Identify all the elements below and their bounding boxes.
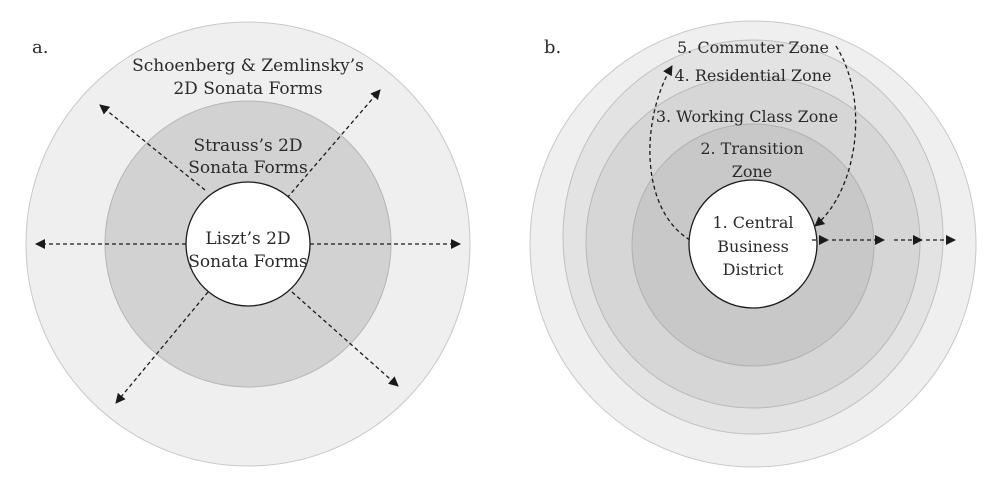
arrow-commuter-to-cbd — [814, 45, 857, 227]
zone3-label: 3. Working Class Zone — [656, 107, 838, 126]
arrow-up-right — [286, 89, 381, 199]
zone2-label-line1: 2. Transition — [700, 139, 803, 158]
commuter-arrows — [649, 45, 857, 241]
arrow-down-left — [115, 291, 209, 404]
zone2-label-line2: Zone — [732, 162, 773, 181]
zone1-label-line1: 1. Central — [712, 213, 793, 232]
panel-a-label: a. — [32, 37, 48, 58]
zone1-label-line2: Business — [717, 237, 789, 256]
zone5-label: 5. Commuter Zone — [677, 38, 829, 57]
zone4-label: 4. Residential Zone — [674, 66, 831, 85]
middle-ring-label-line1: Strauss’s 2D — [193, 136, 302, 156]
panel-a: a. Schoenberg & Zemlinsky’s 2D Sonata Fo… — [25, 21, 471, 467]
outer-ring-label-line1: Schoenberg & Zemlinsky’s — [132, 56, 364, 76]
outer-ring-label-line2: 2D Sonata Forms — [173, 79, 322, 99]
panel-b: b. 5. Commuter Zone 4. Residential Zone … — [529, 20, 977, 468]
zone1-circle — [688, 179, 818, 309]
center-circle — [185, 181, 311, 307]
radial-arrows — [35, 89, 461, 404]
center-label-line2: Sonata Forms — [188, 252, 307, 272]
arrow-up-left — [99, 104, 206, 191]
panel-b-label: b. — [544, 37, 561, 58]
arrow-cbd-to-commuter — [649, 65, 691, 241]
center-label-line1: Liszt’s 2D — [205, 229, 290, 249]
arrow-down-right — [291, 291, 399, 387]
middle-ring-label-line2: Sonata Forms — [188, 158, 307, 178]
zone1-label-line3: District — [723, 260, 784, 279]
